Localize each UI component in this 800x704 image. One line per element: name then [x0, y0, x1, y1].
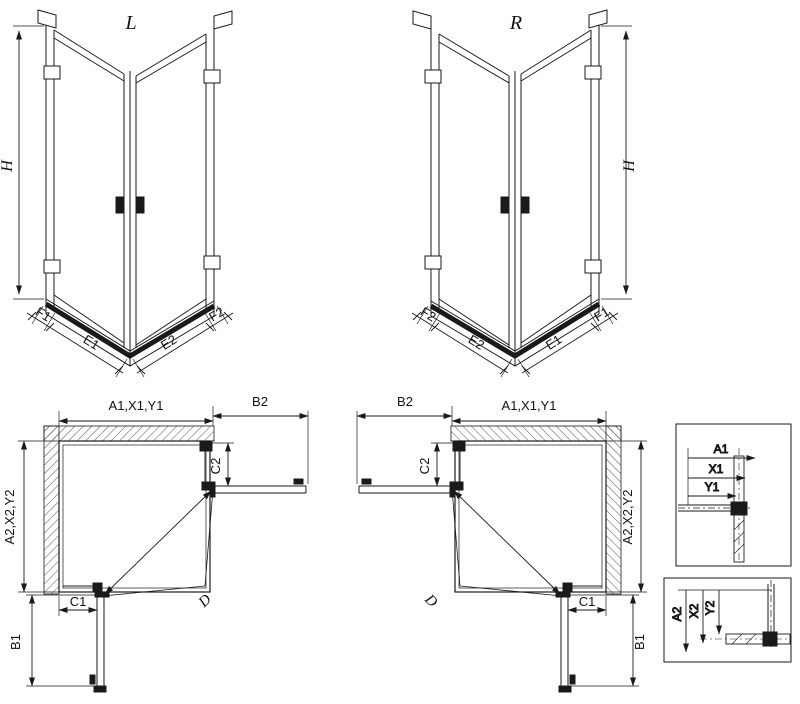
base-dim-f2-left: F2: [206, 304, 227, 325]
detail-top-y1-label: Y1: [705, 480, 720, 494]
plan-right-top-width-label: A1,X1,Y1: [502, 398, 557, 413]
base-dim-f2-right: F2: [418, 304, 439, 325]
height-label-left: H: [0, 159, 16, 173]
plan-left-c1-label: C1: [70, 594, 87, 609]
base-dim-f1-left: F1: [33, 304, 54, 325]
base-dim-e2-right: E2: [466, 332, 487, 353]
plan-left-b2-label: B2: [252, 394, 268, 409]
detail-top-x1-label: X1: [709, 462, 724, 476]
detail-view-top: A1 X1 Y1: [675, 423, 792, 567]
plan-right-c2-label: C2: [417, 458, 432, 475]
height-label-right: H: [621, 159, 638, 173]
detail-bottom-a2-label: A2: [670, 606, 684, 621]
base-dim-e1-left: E1: [81, 332, 102, 353]
detail-bottom-y2-label: Y2: [703, 600, 717, 615]
detail-bottom-x2-label: X2: [687, 603, 701, 618]
plan-left-b1-label: B1: [8, 634, 23, 650]
plan-view-right: B2 A1,X1,Y1 C2 A2,X2,Y2 B1 C1 D: [357, 394, 647, 692]
plan-left-diagonal-label: D: [195, 591, 215, 611]
plan-right-depth-label: A2,X2,Y2: [620, 490, 635, 545]
plan-right-c1-label: C1: [579, 594, 596, 609]
plan-left-c2-label: C2: [208, 458, 223, 475]
plan-right-diagonal-label: D: [421, 591, 441, 611]
base-dim-f1-right: F1: [591, 304, 612, 325]
base-dim-e2-left: E2: [158, 332, 179, 353]
detail-top-a1-label: A1: [714, 442, 729, 456]
plan-right-b2-label: B2: [397, 394, 413, 409]
front-view-right: R H F2 E2 E1 F1: [412, 10, 638, 377]
variant-label-left: L: [124, 12, 136, 34]
variant-label-right: R: [509, 12, 522, 34]
plan-view-right-linework: [357, 406, 647, 692]
detail-view-bottom: A2 X2 Y2: [663, 577, 792, 663]
plan-view-left: A1,X1,Y1 B2 C2 A2,X2,Y2 B1 C1 D: [2, 394, 308, 692]
plan-view-left-linework: [18, 406, 308, 692]
plan-left-depth-label: A2,X2,Y2: [2, 490, 17, 545]
plan-left-top-width-label: A1,X1,Y1: [109, 398, 164, 413]
detail-bottom-frame: [663, 577, 792, 663]
plan-right-b1-label: B1: [632, 634, 647, 650]
base-dim-e1-right: E1: [543, 332, 564, 353]
detail-top-frame: [675, 423, 792, 567]
front-view-left: L H F1 E1 E2 F2: [0, 10, 233, 377]
